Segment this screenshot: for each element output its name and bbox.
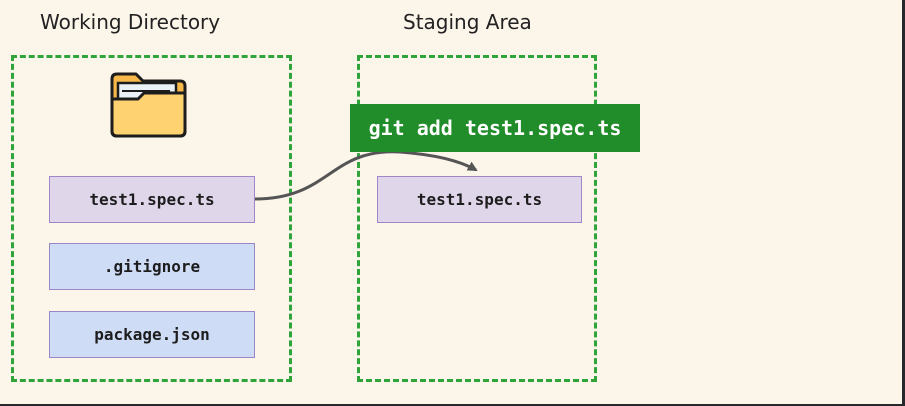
- working-file-test1-spec: test1.spec.ts: [49, 176, 255, 223]
- git-add-command-label: git add test1.spec.ts: [350, 104, 640, 152]
- staging-area-title: Staging Area: [403, 10, 532, 34]
- staged-file-test1-spec: test1.spec.ts: [377, 176, 582, 223]
- staging-area-box: [357, 55, 597, 382]
- folder-icon: [110, 72, 187, 138]
- working-directory-title: Working Directory: [40, 10, 221, 34]
- working-directory-box: [11, 55, 292, 382]
- working-file-gitignore: .gitignore: [49, 243, 255, 290]
- working-file-package-json: package.json: [49, 311, 255, 358]
